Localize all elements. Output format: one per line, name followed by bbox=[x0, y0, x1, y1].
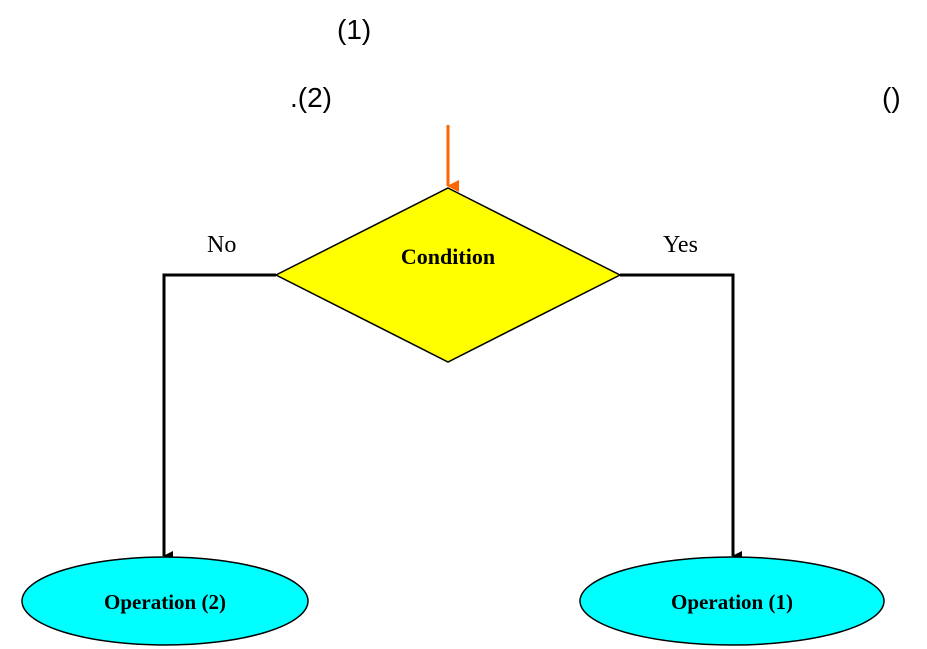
caption-line-1: (1) bbox=[337, 14, 372, 45]
operation-left-label: Operation (2) bbox=[104, 590, 226, 614]
decision-label: Condition bbox=[401, 244, 495, 269]
yes-branch-label: Yes bbox=[663, 232, 698, 258]
operation-right-label: Operation (1) bbox=[671, 590, 793, 614]
no-branch-connector bbox=[162, 273, 276, 561]
caption-line-3: () bbox=[882, 82, 901, 113]
operation-left-ellipse bbox=[21, 556, 309, 646]
no-branch-label: No bbox=[207, 232, 236, 258]
yes-branch-connector bbox=[620, 273, 742, 561]
operation-right-ellipse bbox=[579, 556, 885, 646]
caption-line-2: .(2) bbox=[290, 82, 332, 113]
decision-diamond bbox=[274, 187, 622, 363]
